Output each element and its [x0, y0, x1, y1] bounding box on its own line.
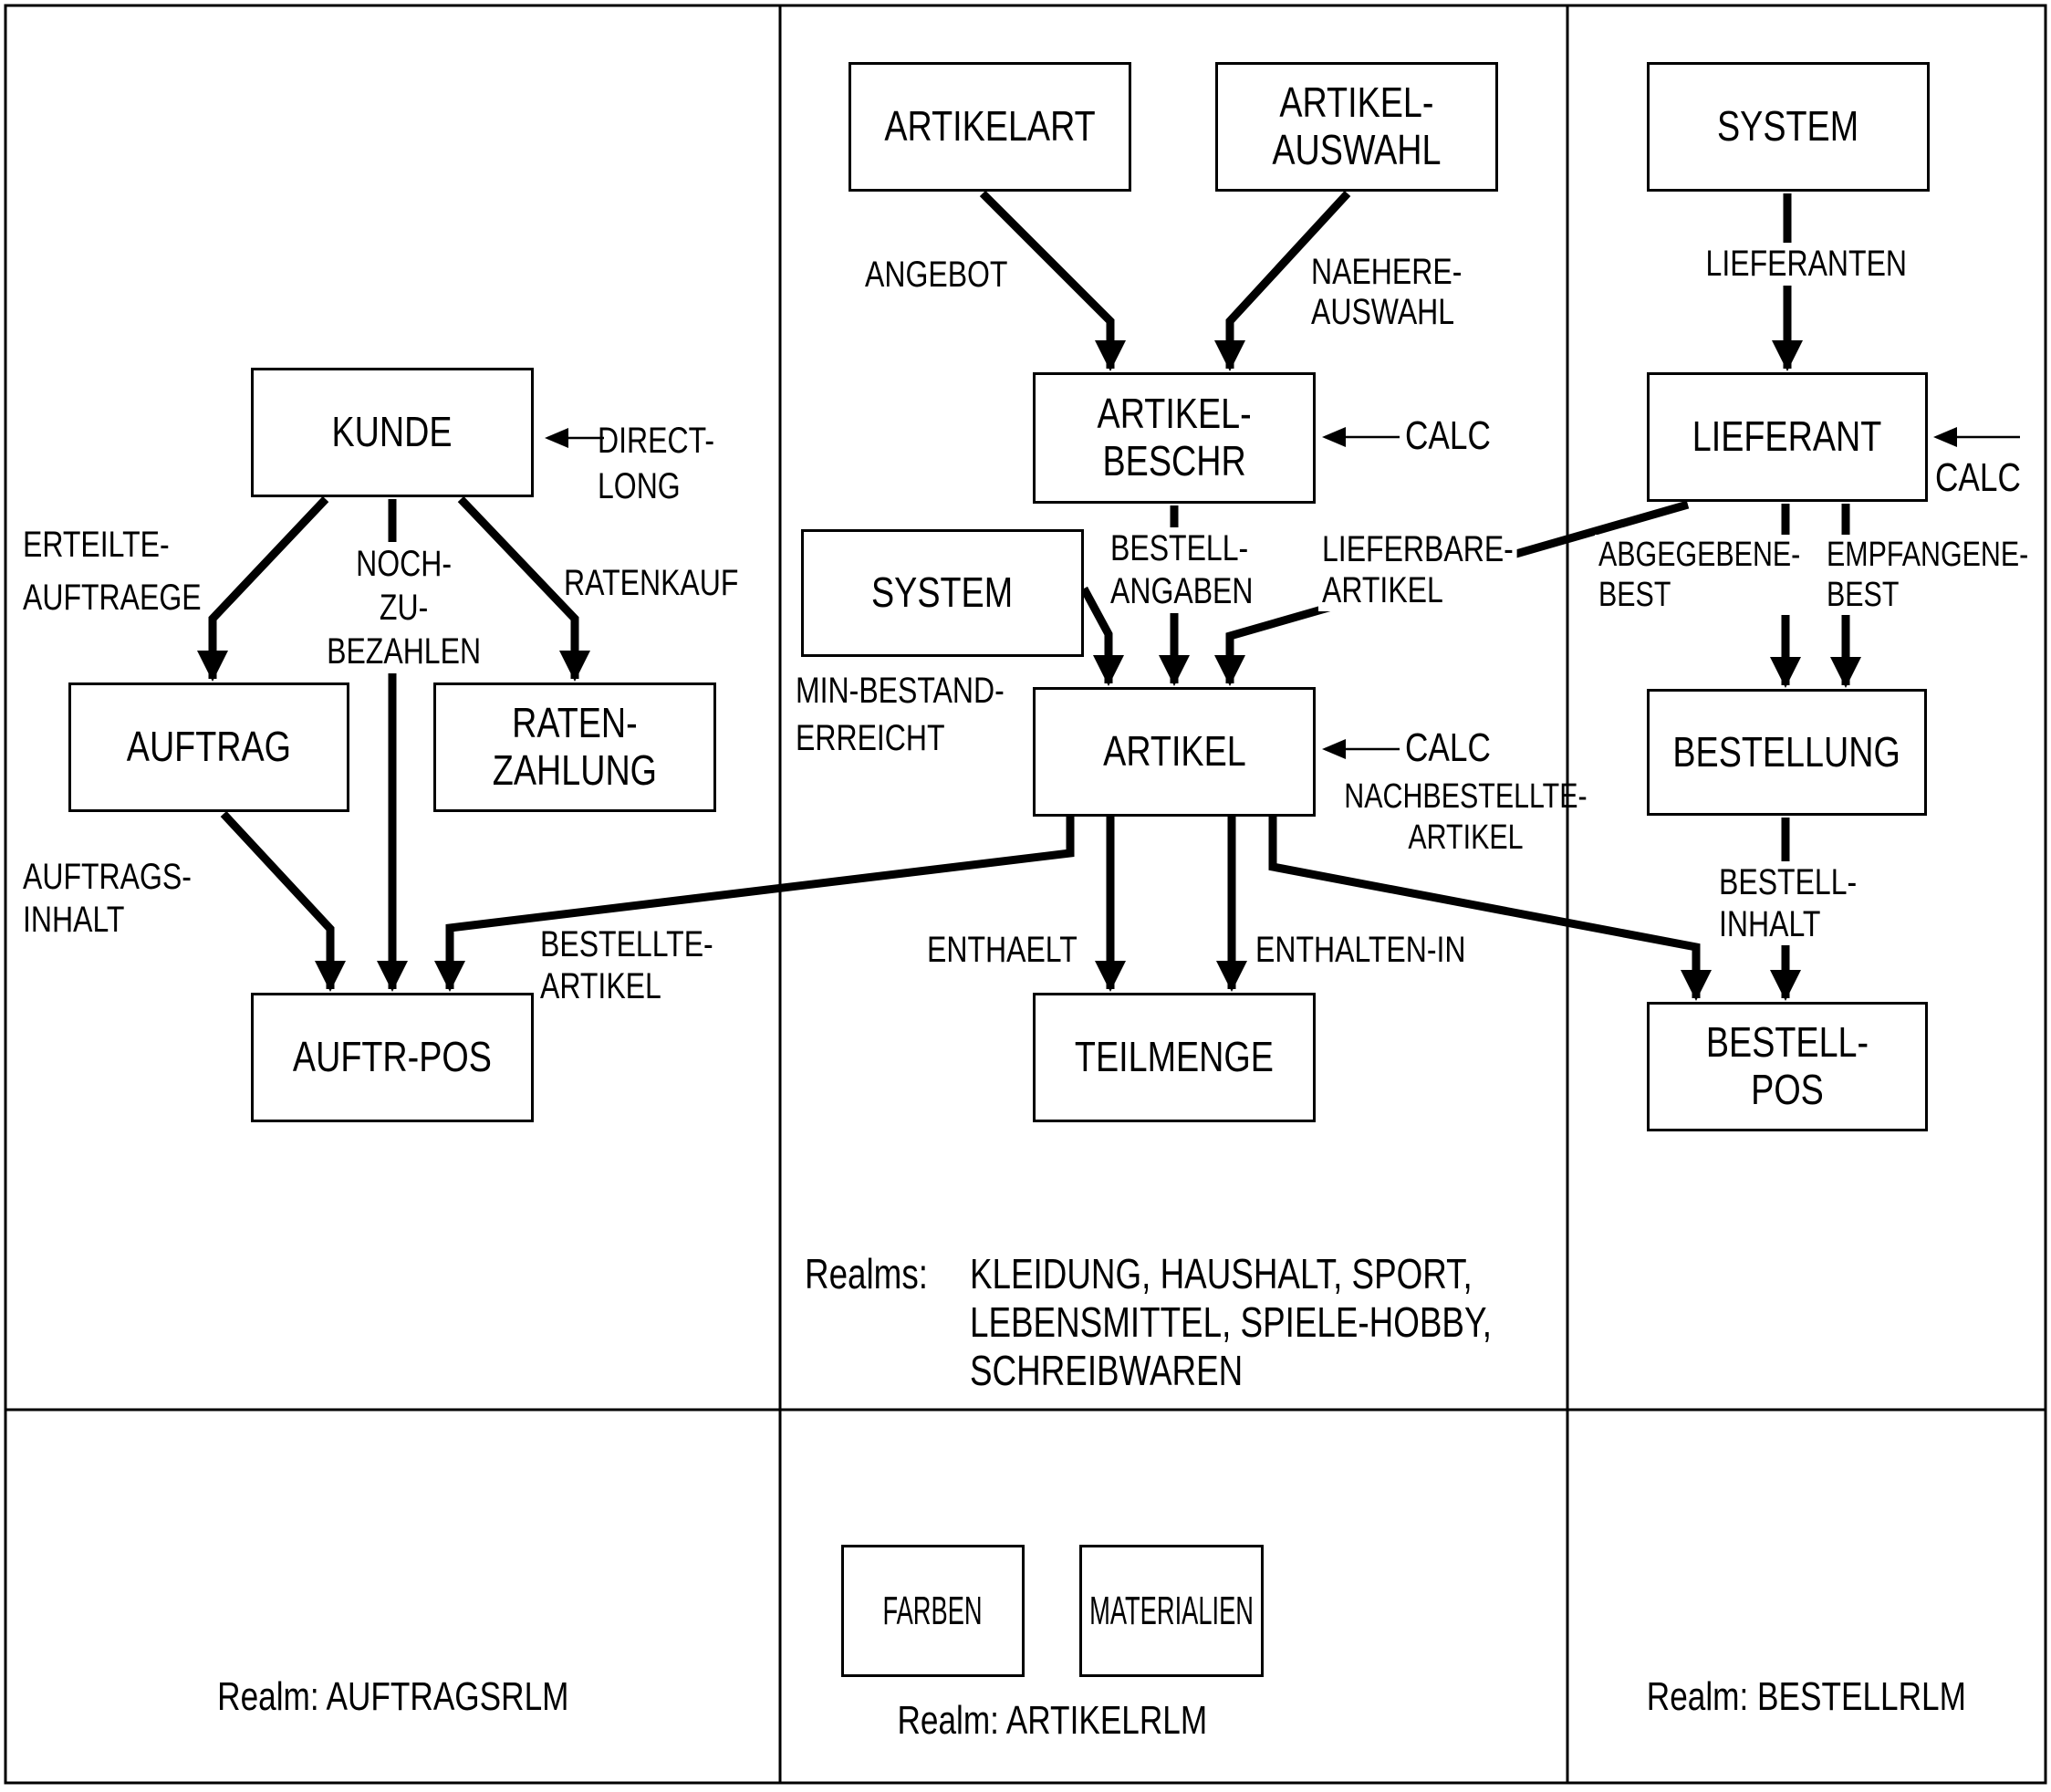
rel-line-min-bestand-erreicht [1080, 586, 1124, 686]
rel-label-direct-long: DIRECT- LONG [598, 421, 714, 506]
realms-note-title: Realms: [805, 1250, 928, 1297]
entity-auftr-pos: AUFTR-POS [251, 993, 534, 1122]
entity-teilmenge: TEILMENGE [1033, 993, 1316, 1122]
realm-caption-artikelrlm: Realm: ARTIKELRLM [897, 1698, 1207, 1743]
outer-border [4, 4, 2047, 1785]
entity-artikel: ARTIKEL [1033, 687, 1316, 817]
entity-materialien: MATERIALIEN [1079, 1545, 1264, 1677]
entity-system-bestell: SYSTEM [1647, 62, 1930, 192]
entity-raten-zahlung: RATEN- ZAHLUNG [433, 682, 716, 812]
rel-line-naehere-auswahl [1214, 190, 1351, 371]
realm-caption-bestellrlm: Realm: BESTELLRLM [1646, 1674, 1967, 1719]
rel-label-auftrags-inhalt: AUFTRAGS- INHALT [23, 857, 192, 940]
rel-label-bestell-inhalt: BESTELL- INHALT [1715, 861, 1897, 945]
rel-label-bestellte-artikel: BESTELLTE- ARTIKEL [540, 924, 713, 1006]
rel-label-naehere-auswahl: NAEHERE- AUSWAHL [1311, 252, 1463, 332]
rel-label-ratenkauf: RATENKAUF [564, 563, 739, 603]
rel-label-empfangene-best: EMPFANGENE- BEST [1823, 535, 2051, 615]
entity-artikel-auswahl: ARTIKEL- AUSWAHL [1215, 62, 1498, 192]
rel-line-angebot [979, 190, 1126, 371]
rel-label-erteilte-auftraege: ERTEILTE- AUFTRAEGE [23, 525, 202, 618]
rel-line-ratenkauf [457, 495, 590, 682]
entity-artikel-beschr: ARTIKEL- BESCHR [1033, 372, 1316, 504]
rel-label-calc-lieferant: CALC [1935, 455, 2021, 500]
entity-system-artikel: SYSTEM [801, 529, 1084, 657]
rel-label-angebot: ANGEBOT [865, 255, 1008, 295]
rel-line-erteilte-auftraege [197, 495, 329, 682]
entity-bestellung: BESTELLUNG [1647, 689, 1927, 816]
entity-auftrag: AUFTRAG [68, 682, 349, 812]
entity-kunde: KUNDE [251, 368, 534, 497]
rel-label-enthalten-in: ENTHALTEN-IN [1255, 930, 1466, 970]
rel-line-nachbestellte-artikel [1268, 817, 1712, 1001]
rel-line-bestellte-artikel [434, 817, 1075, 992]
rel-label-noch-zu-bezahlen: NOCH- ZU- BEZAHLEN [303, 542, 485, 673]
rel-label-enthaelt: ENTHAELT [927, 930, 1078, 970]
entity-bestell-pos: BESTELL-POS [1647, 1002, 1928, 1131]
rel-label-nachbestellte-artikel: NACHBESTELLTE- ARTIKEL [1344, 777, 1588, 857]
rel-label-lieferanten: LIEFERANTEN [1676, 243, 1913, 286]
rel-line-lieferbare-artikel [1214, 500, 1690, 686]
rel-label-lieferbare-artikel: LIEFERBARE- ARTIKEL [1318, 529, 1567, 611]
rel-label-bestell-angaben: BESTELL- ANGABEN [1107, 527, 1295, 613]
entity-farben: FARBEN [841, 1545, 1025, 1677]
entity-lieferant: LIEFERANT [1647, 372, 1928, 502]
realm-caption-auftragsrlm: Realm: AUFTRAGSRLM [216, 1674, 569, 1719]
rel-label-calc-artikel: CALC [1405, 725, 1491, 770]
rel-label-calc-artikel-beschr: CALC [1405, 413, 1491, 458]
realms-note-list: KLEIDUNG, HAUSHALT, SPORT, LEBENSMITTEL,… [970, 1250, 1492, 1394]
rel-line-auftrags-inhalt [220, 810, 346, 992]
rel-label-min-bestand-erreicht: MIN-BESTAND- ERREICHT [796, 671, 1005, 758]
entity-artikelart: ARTIKELART [849, 62, 1131, 192]
rel-label-abgegebene-best: ABGEGEBENE- BEST [1595, 535, 1857, 615]
